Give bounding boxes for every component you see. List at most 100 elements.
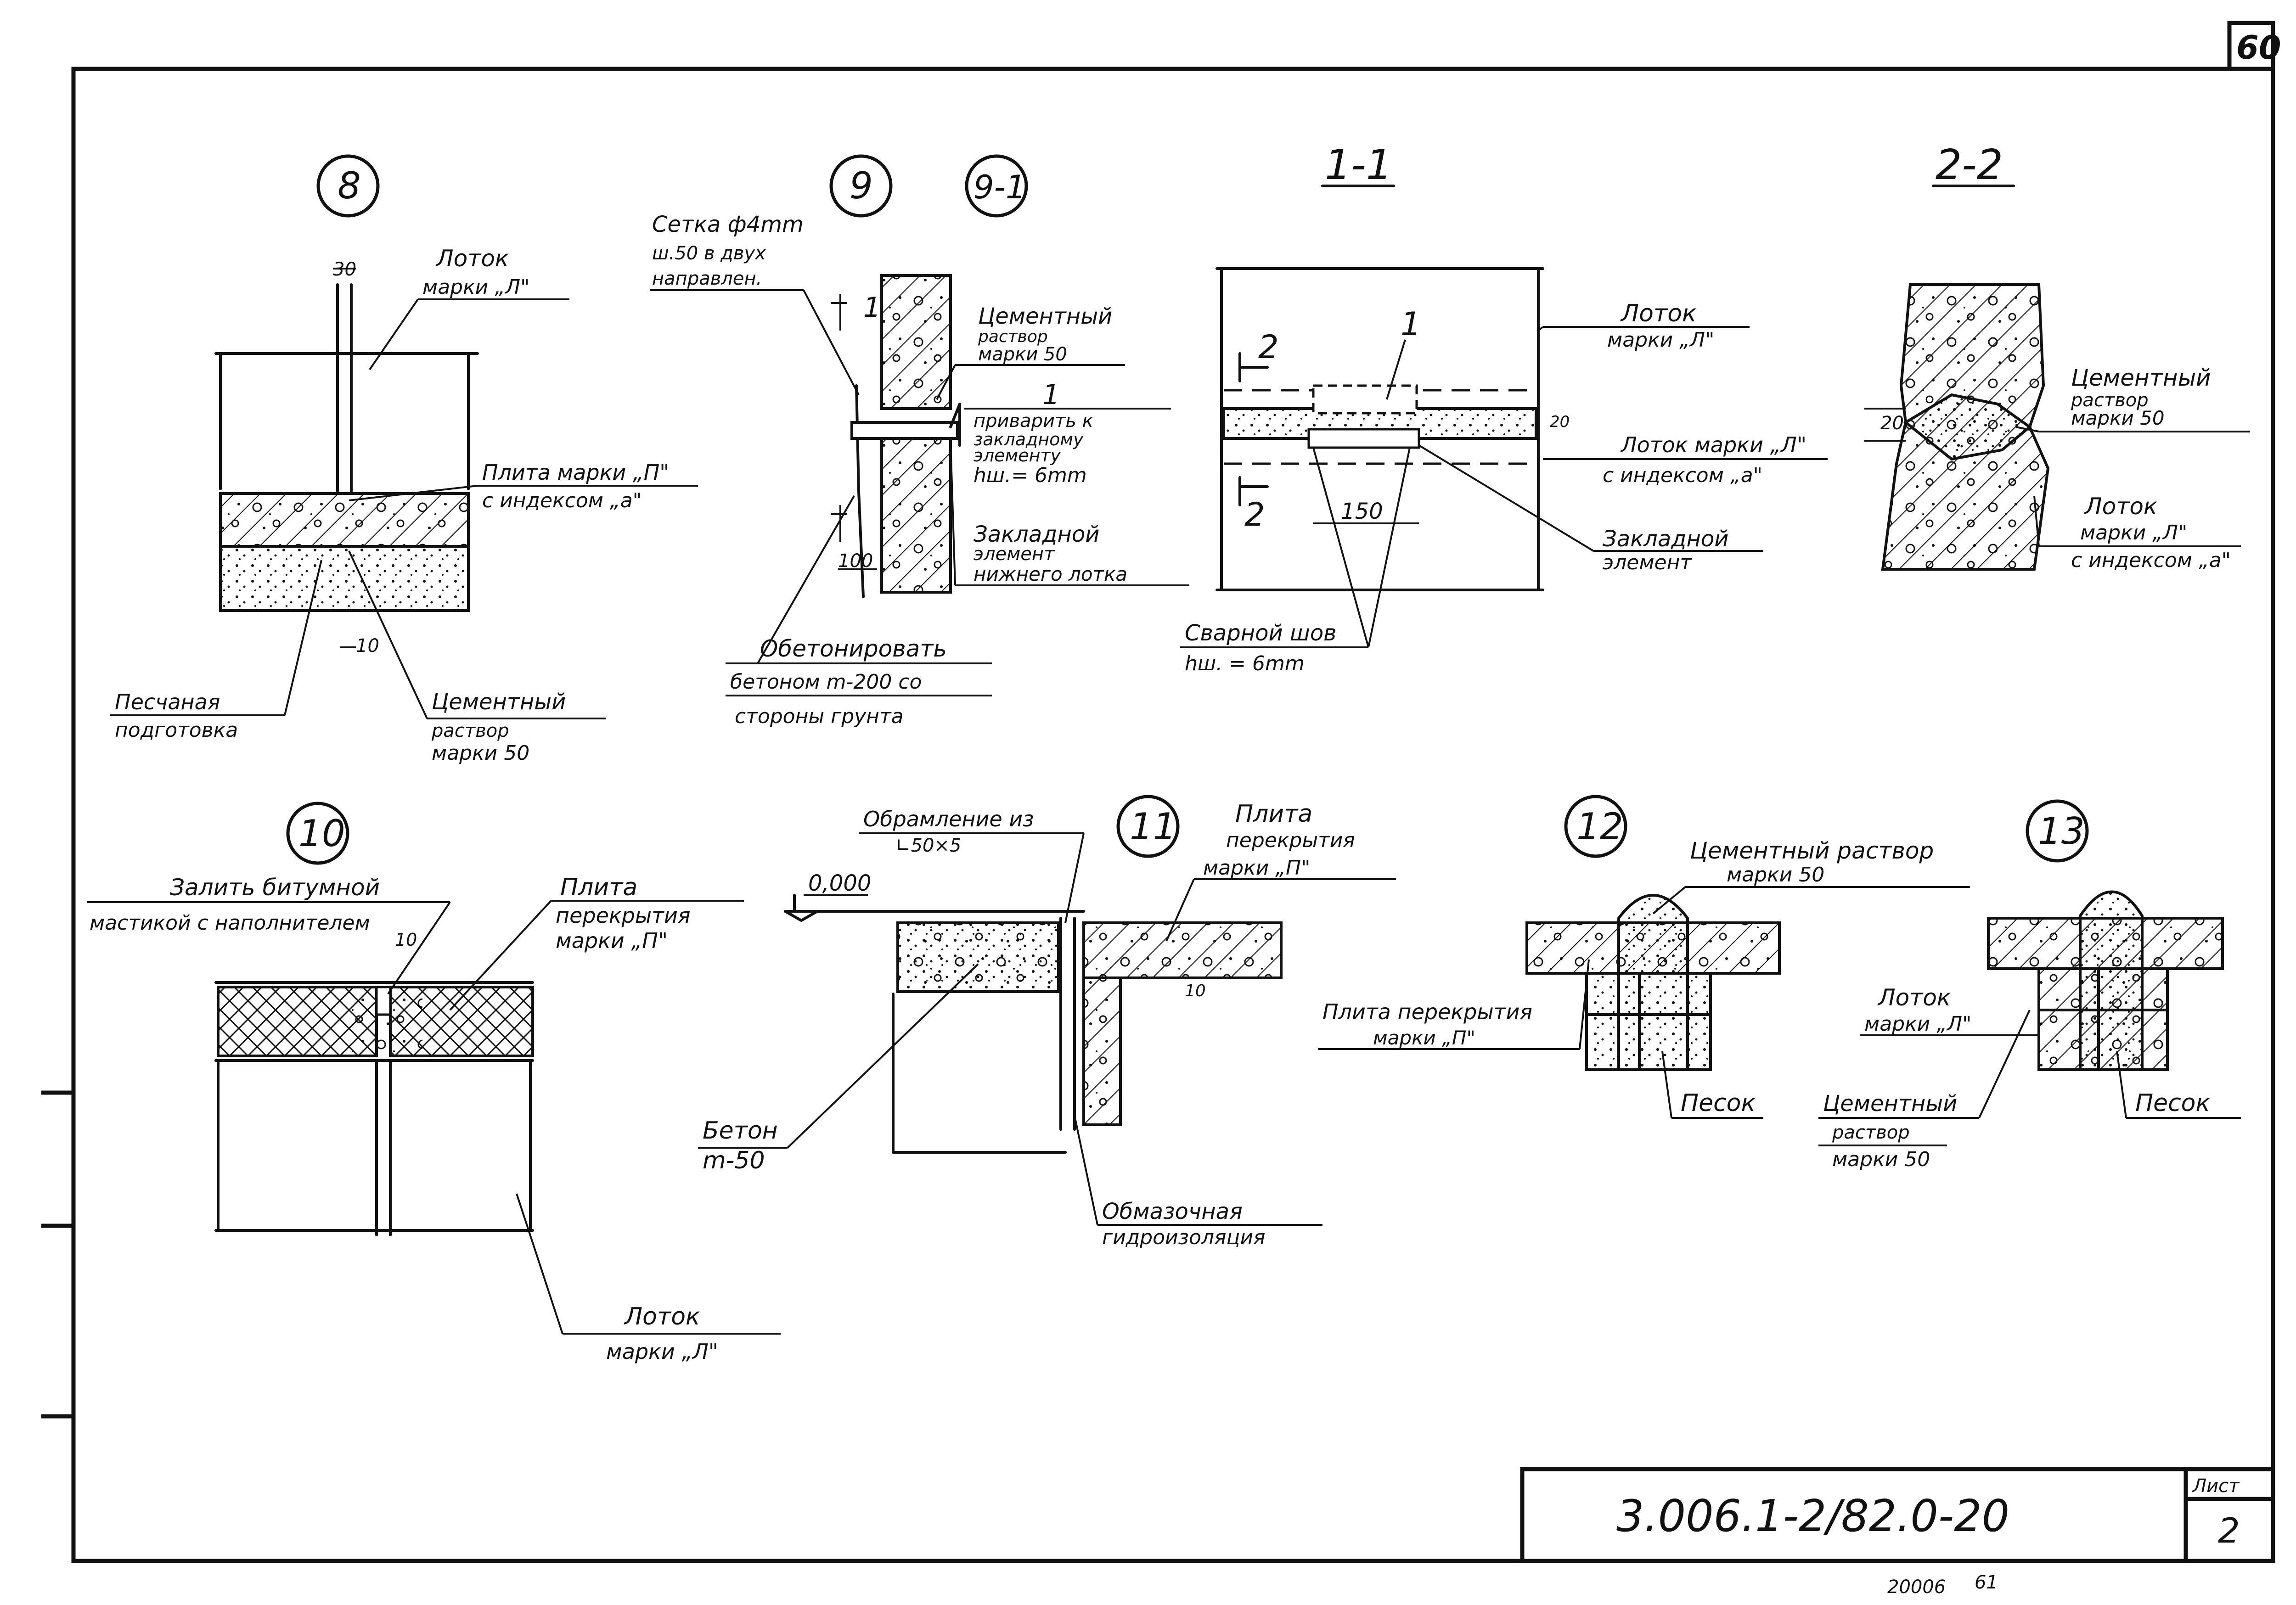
- detail-12: Цементный раствор марки 50 Плита перекры…: [1318, 837, 1970, 1119]
- label-concrete-3: стороны грунта: [735, 705, 904, 728]
- page-number: 60: [2236, 29, 2281, 67]
- label-mortar: Цементный: [978, 303, 1112, 329]
- label-tray-grade: марки „Л": [2080, 521, 2187, 544]
- dim-20: 20: [1550, 413, 1570, 431]
- node-bubble-9-1: 9-1: [965, 154, 1028, 218]
- detail-13: Лоток марки „Л" Цементный раствор марки …: [1818, 890, 2241, 1171]
- label-embed-3: нижнего лотка: [974, 563, 1127, 585]
- detail-10: Залить битумной мастикой с наполнителем …: [87, 874, 781, 1364]
- drawing-code: 3.006.1-2/82.0-20: [1616, 1491, 2009, 1542]
- dim-10: 10: [395, 930, 417, 950]
- label-sand: Песок: [1681, 1089, 1756, 1117]
- label-tray: Лоток: [1877, 984, 1951, 1011]
- label-tray2: Лоток марки „Л": [1620, 432, 1806, 457]
- node-bubble-11: 11: [1116, 795, 1180, 858]
- label-mortar: Цементный: [2071, 365, 2211, 391]
- label-weld-4: hш.= 6mm: [974, 464, 1087, 487]
- label-tray2-index: с индексом „а": [1603, 464, 1762, 487]
- section-1-1: 1 2 2 20 150 Лоток марки „Л" Лоток марки…: [1180, 267, 1828, 675]
- label-tray-grade: марки „Л": [1607, 328, 1714, 352]
- dim-10: 10: [1185, 982, 1206, 1000]
- svg-text:12: 12: [1576, 805, 1623, 848]
- detail-8: 30 10 Лоток марки „Л" Плита марки „П" с …: [110, 245, 698, 765]
- label-mortar: Цементный раствор: [1690, 837, 1934, 864]
- dim-100: 100: [838, 550, 873, 572]
- label-concrete-2: бетоном m-200 со: [730, 670, 922, 694]
- cut-label-2-top: 2: [1258, 328, 1279, 366]
- label-mortar: Цементный: [432, 689, 566, 715]
- label-tray: Лоток: [2084, 493, 2157, 520]
- level-mark: 0,000: [808, 870, 871, 896]
- cut-label-2-bottom: 2: [1244, 496, 1265, 533]
- svg-text:11: 11: [1130, 805, 1176, 848]
- node-bubble-8: 8: [316, 154, 380, 218]
- sheet-number: 2: [2218, 1510, 2240, 1551]
- label-tray: Лоток: [1620, 300, 1697, 327]
- label-weld-2: закладному: [974, 429, 1084, 449]
- label-slab-3: марки „П": [556, 928, 668, 953]
- label-concrete-2: m-50: [703, 1147, 765, 1174]
- label-tray: Лоток: [435, 245, 509, 272]
- svg-text:13: 13: [2038, 810, 2085, 853]
- sheet-frame: [71, 67, 2275, 1563]
- label-embed-2: элемент: [1603, 551, 1692, 574]
- footer-code: 20006: [1887, 1577, 1946, 1598]
- label-slab-index: с индексом „а": [482, 489, 642, 512]
- svg-text:9-1: 9-1: [974, 168, 1026, 206]
- label-frame: Обрамление из: [863, 807, 1034, 831]
- svg-text:10: 10: [298, 812, 345, 855]
- dim-150: 150: [1341, 499, 1383, 524]
- label-tray-grade: марки „Л": [422, 275, 529, 299]
- svg-text:2-2: 2-2: [1936, 141, 2003, 189]
- node-bubble-12: 12: [1564, 795, 1627, 858]
- footer-page: 61: [1975, 1572, 1998, 1593]
- section-title-2-2: 2-2: [1932, 141, 2015, 189]
- detail-9: 1 100 Сетка ф4mm ш.50 в двух направлен. …: [650, 212, 1189, 728]
- label-mortar-2: марки 50: [1727, 863, 1824, 887]
- label-embed: Закладной: [1603, 526, 1728, 552]
- cut-label-1: 1: [1401, 305, 1421, 343]
- label-mortar-3: марки 50: [1832, 1148, 1930, 1171]
- label-mesh-2: ш.50 в двух: [652, 243, 766, 264]
- label-mortar-2: раствор: [2071, 390, 2149, 411]
- label-slab-2: перекрытия: [1226, 829, 1355, 852]
- label-tray-index: с индексом „а": [2071, 549, 2231, 572]
- label-sand-2: подготовка: [115, 718, 238, 742]
- label-concrete: Обетонировать: [760, 635, 947, 662]
- label-weld-3: элементу: [974, 445, 1061, 466]
- detail-11: 0,000 Обрамление из ∟50×5 Плита перекрыт…: [698, 800, 1396, 1249]
- label-sand: Песок: [2135, 1089, 2210, 1117]
- node-bubble-13: 13: [2026, 799, 2089, 863]
- svg-text:9: 9: [850, 164, 873, 207]
- label-mortar-2: раствор: [431, 720, 509, 741]
- section-2-2: 20 Цементный раствор марки 50 Лоток марк…: [1864, 283, 2250, 572]
- label-frame-2: ∟50×5: [895, 835, 961, 856]
- label-embed: Закладной: [974, 522, 1099, 547]
- dim-10: 10: [356, 635, 379, 657]
- dim-30: 30: [333, 259, 356, 280]
- node-bubble-10: 10: [286, 802, 349, 865]
- cut-mark-top: 1: [863, 292, 881, 324]
- svg-text:8: 8: [338, 164, 361, 207]
- label-mesh: Сетка ф4mm: [652, 212, 804, 237]
- sheet-label: Лист: [2192, 1476, 2240, 1497]
- label-tray-grade: марки „Л": [1864, 1012, 1971, 1036]
- label-fill: Залить битумной: [170, 874, 380, 901]
- label-slab: Плита: [560, 874, 637, 901]
- label-mortar-3: марки 50: [432, 741, 529, 765]
- svg-text:1-1: 1-1: [1325, 141, 1392, 189]
- cut-mark-1: 1: [1042, 379, 1060, 411]
- label-sand: Песчаная: [115, 690, 220, 714]
- label-mortar-2: раствор: [978, 327, 1048, 346]
- title-block: 3.006.1-2/82.0-20 Лист 2 20006 61: [1520, 1467, 2275, 1598]
- label-slab-2: марки „П": [1373, 1027, 1475, 1049]
- label-waterproofing: Обмазочная: [1102, 1199, 1243, 1224]
- label-slab: Плита марки „П": [482, 460, 669, 485]
- dim-20: 20: [1880, 413, 1904, 434]
- label-waterproofing-2: гидроизоляция: [1102, 1226, 1266, 1249]
- label-slab: Плита перекрытия: [1322, 999, 1532, 1024]
- label-weld: Сварной шов: [1185, 620, 1336, 646]
- label-tray-grade: марки „Л": [606, 1339, 718, 1364]
- label-tray: Лоток: [624, 1303, 700, 1330]
